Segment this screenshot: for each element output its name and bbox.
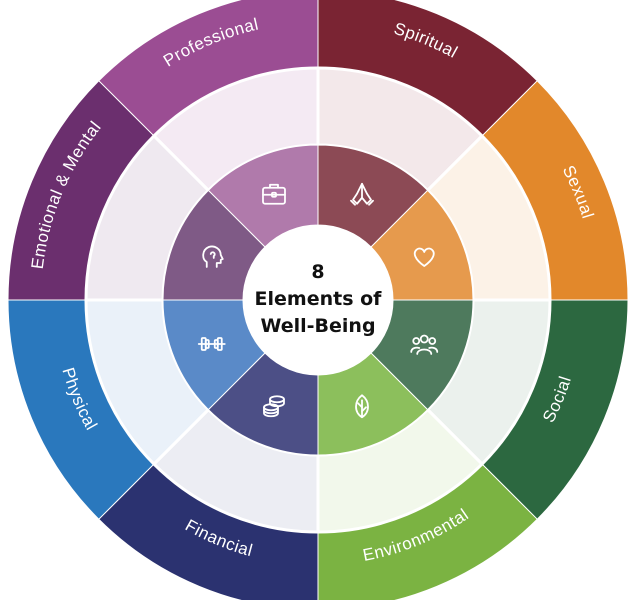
head-icon	[202, 245, 224, 268]
dumbbell-icon	[197, 337, 226, 351]
center-circle	[243, 225, 393, 375]
center-title-line-2: Elements of	[255, 288, 383, 310]
middle-ring	[84, 66, 552, 534]
center-title-line-3: Well-Being	[260, 315, 375, 337]
briefcase-icon	[262, 183, 286, 205]
heart-icon	[413, 247, 435, 267]
praying-hands-icon	[350, 182, 374, 206]
inner-ring	[162, 144, 474, 456]
people-group-icon	[410, 334, 439, 355]
coins-icon	[263, 395, 285, 418]
segment-icons	[197, 182, 439, 419]
center-title-number: 8	[311, 261, 324, 283]
leaf-icon	[355, 394, 369, 419]
